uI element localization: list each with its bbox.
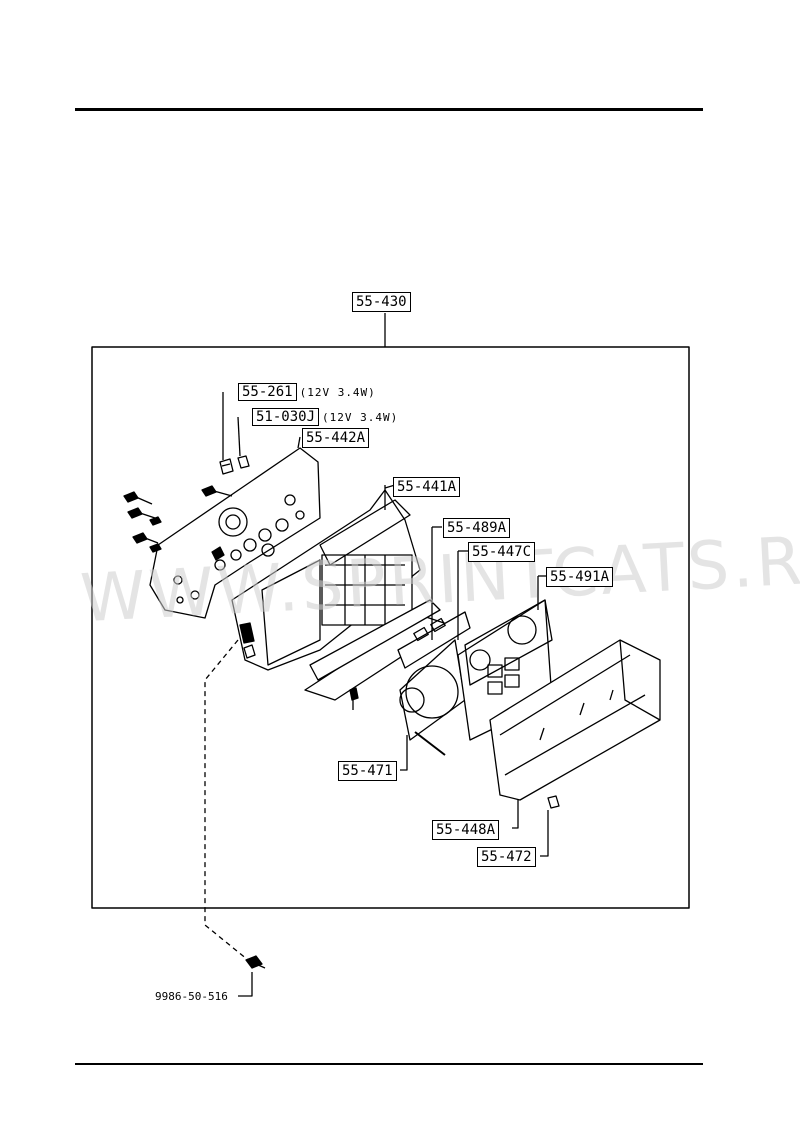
label-assembly: 55-430 (352, 292, 411, 312)
label-lens: 55-448A (432, 820, 500, 840)
label-circuit: 55-442A (302, 428, 370, 448)
leader-lines (238, 436, 549, 997)
dashed-leader (204, 639, 249, 961)
label-screw-ext: 9986-50-516 (155, 990, 228, 1003)
label-bulb-b: 51-030J(12V 3.4W) (252, 408, 398, 427)
label-speedo: 55-471 (338, 761, 397, 781)
label-bulb-b-code: 51-030J (252, 408, 320, 426)
panel-489a-part (397, 611, 471, 669)
bulb-parts (219, 392, 250, 475)
circuit-board-part (149, 447, 321, 619)
label-panel-a: 55-489A (443, 518, 511, 538)
label-bulb-a-spec: (12V 3.4W) (299, 386, 376, 399)
label-bulb-b-spec: (12V 3.4W) (322, 411, 399, 424)
lens-part (489, 639, 661, 809)
dial-491a-part (464, 599, 553, 686)
label-case: 55-441A (393, 477, 461, 497)
label-bulb-a-code: 55-261 (238, 383, 297, 401)
label-bulb-a: 55-261(12V 3.4W) (238, 383, 376, 402)
bracket-part (304, 599, 451, 710)
label-dial: 55-491A (546, 567, 614, 587)
screws-left (123, 485, 233, 553)
assembly-frame (91, 346, 690, 909)
top-rule (75, 108, 703, 111)
label-panel-b: 55-447C (468, 542, 536, 562)
bottom-rule (75, 1063, 703, 1065)
case-part (231, 489, 421, 671)
label-screw: 55-472 (477, 847, 536, 867)
